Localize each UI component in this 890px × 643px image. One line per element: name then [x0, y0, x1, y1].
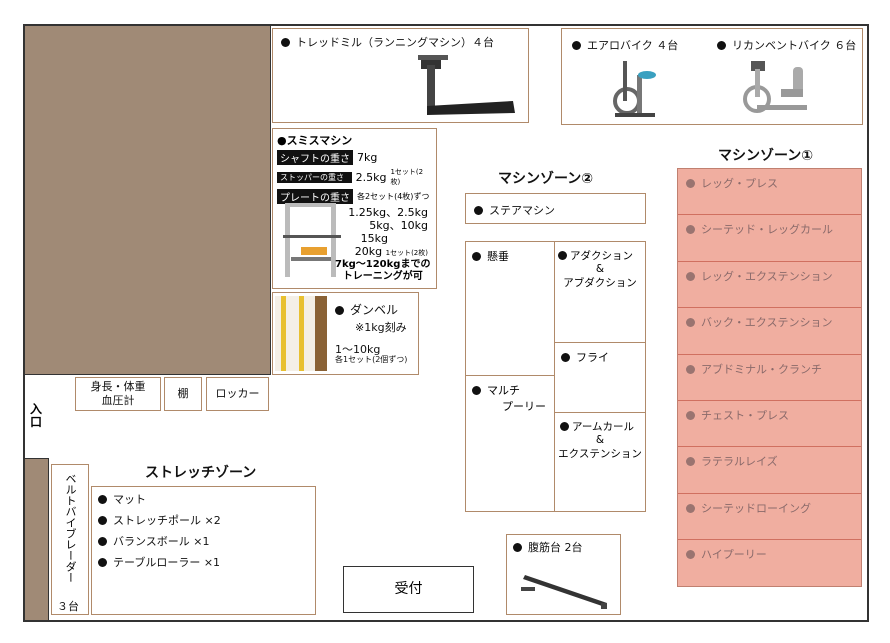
wall-strip — [25, 458, 49, 620]
stopper-label: ストッパーの重さ — [277, 171, 352, 183]
plate-line-4: 20kg — [354, 245, 383, 258]
range-line-1: 7kg〜120kgまでの — [335, 259, 431, 270]
stopper-value: 2.5kg — [355, 170, 387, 184]
zone2-title: マシンゾーン② — [498, 171, 594, 187]
abs-bench-icon — [521, 575, 607, 609]
belt-vibrator-count: ３台 — [57, 600, 79, 613]
dumbbell-rack-icon — [275, 296, 327, 371]
plate-label: プレートの重さ — [277, 189, 353, 204]
belt-vibrator-label: ベルトバイブレーダー — [64, 473, 77, 583]
plate-line-2: 5kg、10kg — [369, 219, 428, 232]
hanging-station[interactable]: 懸垂 — [465, 241, 555, 376]
stair-machine[interactable]: ステアマシン — [465, 193, 646, 224]
aero-bike-label: エアロバイク ４台 — [572, 37, 678, 53]
abs-bench-area[interactable]: 腹筋台 2台 — [506, 534, 621, 615]
recumbent-bike-icon — [743, 61, 807, 113]
zone1-item[interactable]: シーテッド・レッグカール — [678, 215, 861, 262]
dumbbell-area[interactable]: ダンベル ※1kg刻み 1〜10kg 各1セット(2個ずつ) — [272, 292, 419, 375]
treadmill-icon — [418, 55, 515, 115]
reception[interactable]: 受付 — [343, 566, 474, 613]
shaft-value: 7kg — [357, 151, 378, 164]
stretch-item: マット — [98, 491, 309, 512]
treadmill-label: トレッドミル（ランニングマシン）４台 — [281, 34, 494, 50]
shelf[interactable]: 棚 — [164, 377, 202, 411]
shaft-label: シャフトの重さ — [277, 150, 353, 165]
stretch-item: テーブルローラー ×1 — [98, 554, 309, 575]
locker[interactable]: ロッカー — [206, 377, 269, 411]
arm-curl-machine[interactable]: アームカール & エクステンション — [554, 412, 646, 512]
treadmill-area[interactable]: トレッドミル（ランニングマシン）４台 — [272, 28, 529, 123]
measure-line-1: 身長・体重 — [90, 380, 146, 393]
range-line-2: トレーニングが可 — [342, 271, 423, 282]
fly-machine[interactable]: フライ — [554, 342, 646, 413]
stretch-item: ストレッチポール ×2 — [98, 512, 309, 533]
dumbbell-note: 各1セット(2個ずつ) — [335, 355, 408, 364]
bike-area[interactable]: エアロバイク ４台 リカンベントバイク ６台 — [561, 28, 863, 125]
adduction-line-2: アブダクション — [563, 277, 637, 289]
smith-title: ●スミスマシン — [277, 134, 353, 147]
belt-vibrator-area[interactable]: ベルトバイブレーダー ３台 — [51, 464, 89, 615]
measurement-station[interactable]: 身長・体重 血圧計 — [75, 377, 161, 411]
brown-area — [25, 26, 271, 375]
plate-line-3: 15kg — [360, 232, 388, 245]
plate-line-1: 1.25kg、2.5kg — [348, 206, 428, 219]
stretch-zone-title: ストレッチゾーン — [145, 465, 257, 481]
zone1-item[interactable]: バック・エクステンション — [678, 308, 861, 355]
plate-line-4-note: 1セット(2枚) — [385, 249, 428, 257]
adduction-machine[interactable]: アダクション & アブダクション — [554, 241, 646, 343]
dumbbell-range: 1〜10kg — [335, 343, 381, 356]
zone1-item[interactable]: レッグ・プレス — [678, 169, 861, 216]
recumbent-bike-label: リカンベントバイク ６台 — [717, 37, 856, 53]
aero-bike-icon — [613, 61, 656, 117]
multi-line-2: プーリー — [502, 400, 546, 413]
zone1-item[interactable]: ハイプーリー — [678, 540, 861, 586]
outer-wall — [23, 24, 869, 622]
zone1: レッグ・プレス シーテッド・レッグカール レッグ・エクステンション バック・エク… — [677, 168, 862, 587]
measure-line-2: 血圧計 — [101, 394, 135, 407]
zone1-item[interactable]: チェスト・プレス — [678, 401, 861, 448]
stopper-note: 1セット(2枚) — [390, 168, 424, 186]
stretch-item: バランスボール ×1 — [98, 533, 309, 554]
arm-amp: & — [595, 434, 605, 446]
dumbbell-title: ダンベル — [335, 301, 398, 318]
dumbbell-step: ※1kg刻み — [355, 321, 407, 334]
zone1-item[interactable]: シーテッドローイング — [678, 494, 861, 541]
zone1-item[interactable]: アブドミナル・クランチ — [678, 355, 861, 401]
multi-pulley[interactable]: マルチプーリー — [465, 375, 555, 512]
adduction-amp: & — [595, 263, 605, 275]
entrance-label: 入口 — [30, 402, 43, 429]
smith-machine-icon — [283, 203, 341, 277]
zone1-item[interactable]: レッグ・エクステンション — [678, 262, 861, 309]
stretch-zone[interactable]: マット ストレッチポール ×2 バランスボール ×1 テーブルローラー ×1 — [91, 486, 316, 615]
arm-line-2: エクステンション — [558, 448, 642, 460]
zone1-title: マシンゾーン① — [718, 148, 814, 164]
zone1-item[interactable]: ラテラルレイズ — [678, 447, 861, 494]
abs-label: 腹筋台 2台 — [513, 539, 583, 555]
plate-note: 各2セット(4枚)ずつ — [357, 192, 430, 201]
